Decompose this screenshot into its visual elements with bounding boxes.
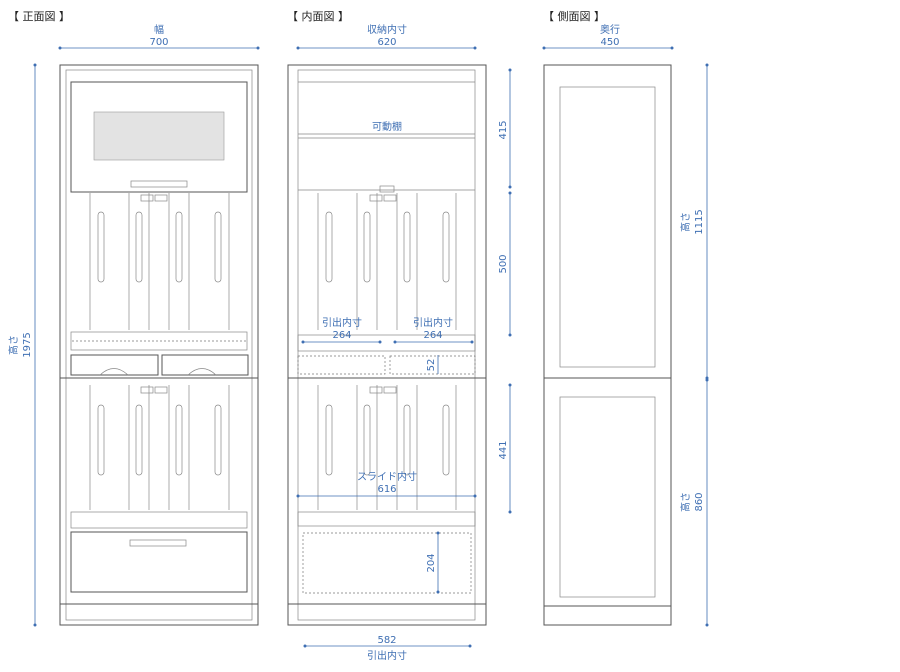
front-width-value: 700 (149, 37, 168, 48)
front-upper-slats (89, 193, 230, 330)
side-h1-value: 1115 (694, 209, 705, 234)
side-h1-label: 高さ (679, 212, 692, 232)
front-height-label: 高さ (7, 335, 20, 355)
drawer-right-label: 引出内寸 (413, 316, 453, 329)
front-width-label: 幅 (154, 23, 164, 36)
drawer-left-value: 264 (332, 330, 351, 341)
front-lower-slats (89, 385, 230, 510)
depth-value: 450 (600, 37, 619, 48)
side-h2-value: 860 (694, 492, 705, 511)
depth-label: 奥行 (600, 23, 620, 36)
drawer-right-value: 264 (423, 330, 442, 341)
interior-upper-slats (317, 193, 457, 330)
bottom-drawer-value: 582 (377, 635, 396, 646)
side-view-title: 【 側面図 】 (543, 10, 605, 23)
storage-label: 収納内寸 (367, 23, 407, 36)
slide-label: スライド内寸 (357, 470, 417, 483)
interior-lower-slats (317, 385, 457, 510)
interior-cabinet (287, 64, 487, 626)
interior-view-title: 【 内面図 】 (287, 9, 349, 23)
side-h2-label: 高さ (679, 492, 692, 512)
dim-415: 415 (498, 120, 509, 139)
slide-value: 616 (377, 484, 396, 495)
dim-204: 204 (426, 553, 437, 572)
front-height-value: 1975 (22, 332, 33, 357)
drawer-left-label: 引出内寸 (322, 316, 362, 329)
dim-500: 500 (498, 254, 509, 273)
front-glass-panel (93, 111, 225, 161)
front-view-title: 【 正面図 】 (8, 10, 70, 23)
dim-52: 52 (426, 359, 437, 372)
movable-shelf-label: 可動棚 (372, 120, 402, 133)
front-cabinet (59, 64, 259, 626)
bottom-drawer-label: 引出内寸 (367, 649, 407, 662)
dim-441: 441 (498, 440, 509, 459)
storage-value: 620 (377, 37, 396, 48)
side-cabinet (543, 64, 672, 626)
